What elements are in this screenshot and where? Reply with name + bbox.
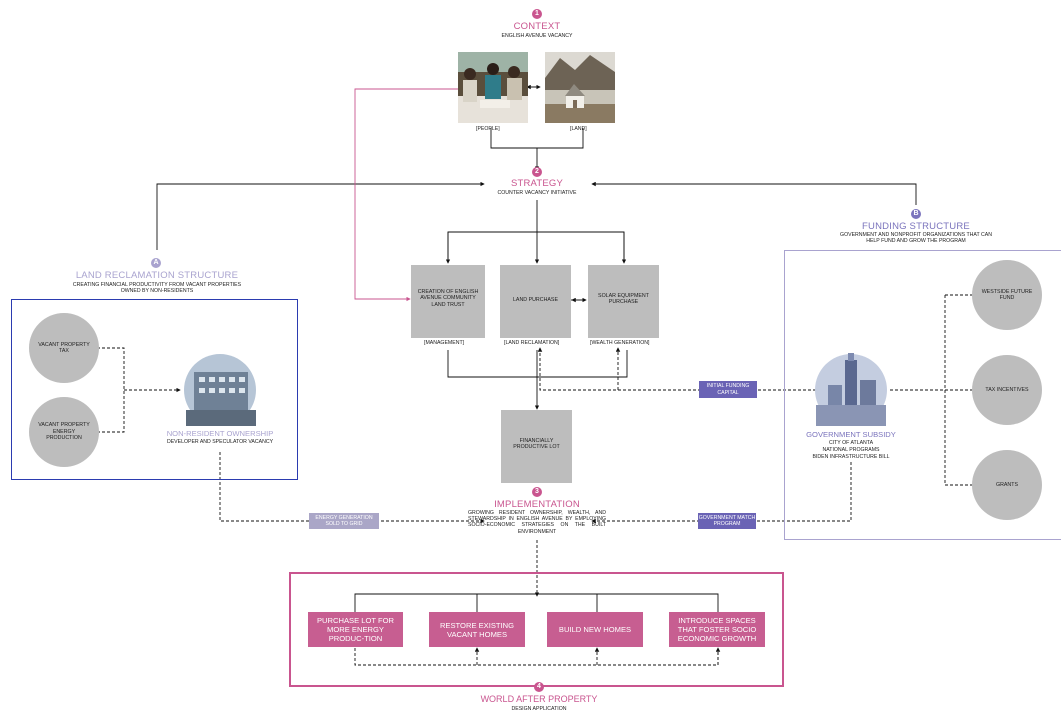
non-resident-ownership-title: NON-RESIDENT OWNERSHIP (166, 429, 274, 438)
implementation-title: IMPLEMENTATION (494, 499, 580, 510)
land-reclamation-tag: [LAND RECLAMATION] (504, 340, 560, 346)
people-photo (458, 52, 528, 123)
land-reclamation-badge: A (151, 258, 161, 268)
funding-frame (784, 250, 1061, 540)
initial-funding-chip: INITIAL FUNDING CAPITAL (699, 381, 757, 398)
context-title: CONTEXT (513, 21, 561, 32)
solar-equipment-box: SOLAR EQUIPMENT PURCHASE (588, 265, 659, 338)
strategy-title: STRATEGY (510, 178, 564, 189)
funding-subtitle: GOVERNMENT AND NONPROFIT ORGANIZATIONS T… (840, 232, 992, 245)
government-photo (815, 353, 887, 426)
grants-circle: GRANTS (972, 450, 1042, 520)
government-line-2: NATIONAL PROGRAMS (822, 447, 880, 453)
land-trust-box: CREATION OF ENGLISH AVENUE COMMUNITY LAN… (411, 265, 485, 338)
strategy-badge: 2 (532, 167, 542, 177)
government-match-chip: GOVERNMENT MATCH PROGRAM (698, 513, 756, 529)
government-line-3: BIDEN INFRASTRUCTURE BILL (812, 454, 890, 460)
vacant-property-tax-circle: VACANT PROPERTY TAX (29, 313, 99, 383)
implementation-badge: 3 (532, 487, 542, 497)
introduce-spaces-box: INTRODUCE SPACES THAT FOSTER SOCIO ECONO… (669, 612, 765, 647)
vacant-property-energy-circle: VACANT PROPERTY ENERGY PRODUCTION (29, 397, 99, 467)
government-subsidy-title: GOVERNMENT SUBSIDY (806, 430, 896, 439)
funding-title: FUNDING STRUCTURE (862, 221, 970, 232)
westside-future-fund-circle: WESTSIDE FUTURE FUND (972, 260, 1042, 330)
wealth-generation-tag: [WEALTH GENERATION] (590, 340, 650, 346)
land-reclamation-title: LAND RECLAMATION STRUCTURE (75, 270, 239, 281)
context-badge: 1 (532, 9, 542, 19)
restore-homes-box: RESTORE EXISTING VACANT HOMES (429, 612, 525, 647)
land-photo (545, 52, 615, 123)
productive-lot-box: FINANCIALLY PRODUCTIVE LOT (501, 410, 572, 483)
government-line-1: CITY OF ATLANTA (828, 440, 874, 446)
management-tag: [MANAGEMENT] (424, 340, 465, 346)
world-after-title: WORLD AFTER PROPERTY (480, 694, 598, 704)
world-after-badge: 4 (534, 682, 544, 692)
implementation-body: GROWING RESIDENT OWNERSHIP, WEALTH, AND … (468, 510, 606, 535)
land-reclamation-subtitle: CREATING FINANCIAL PRODUCTIVITY FROM VAC… (72, 282, 242, 295)
tax-incentives-circle: TAX INCENTIVES (972, 355, 1042, 425)
people-label: [PEOPLE] (476, 126, 500, 132)
non-resident-ownership-subtitle: DEVELOPER AND SPECULATOR VACANCY (166, 439, 274, 445)
purchase-lot-box: PURCHASE LOT FOR MORE ENERGY PRODUC-TION (308, 612, 403, 647)
land-purchase-box: LAND PURCHASE (500, 265, 571, 338)
land-reclamation-frame (11, 299, 298, 480)
building-photo (184, 354, 256, 426)
world-after-subtitle: DESIGN APPLICATION (511, 706, 567, 712)
energy-generation-chip: ENERGY GENERATION SOLD TO GRID (309, 513, 379, 529)
context-subtitle: ENGLISH AVENUE VACANCY (501, 33, 573, 39)
build-homes-box: BUILD NEW HOMES (547, 612, 643, 647)
strategy-subtitle: COUNTER VACANCY INITIATIVE (497, 190, 577, 196)
funding-badge: B (911, 209, 921, 219)
land-label: [LAND] (570, 126, 587, 132)
